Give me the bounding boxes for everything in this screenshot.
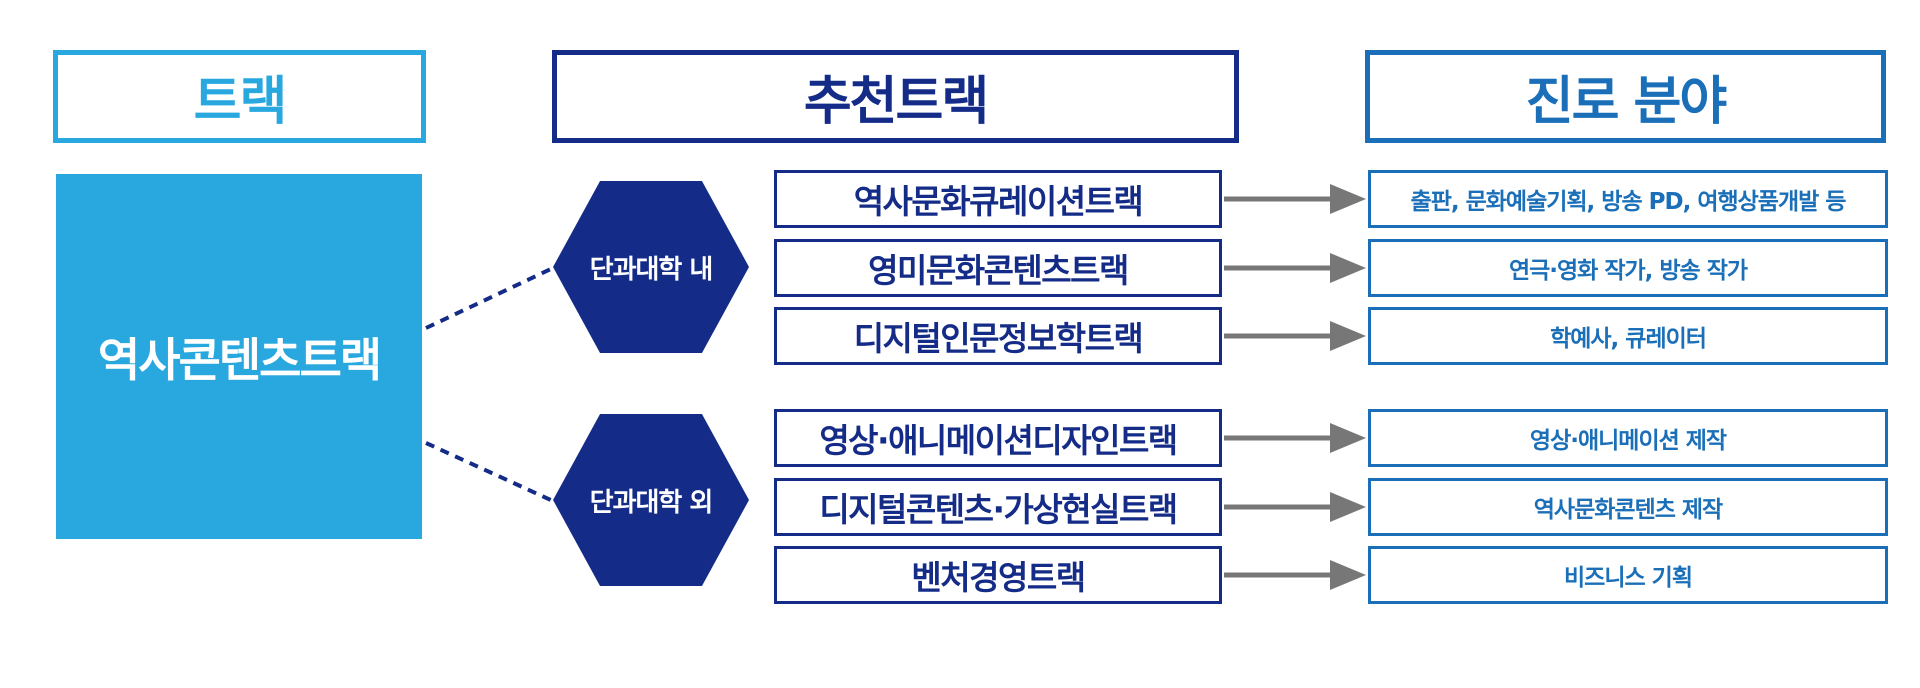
group-hexagon-outside: 단과대학 외 — [553, 414, 749, 586]
group-hexagon-inside: 단과대학 내 — [553, 181, 749, 353]
dotted-connector-outside — [425, 441, 554, 503]
career-box: 출판, 문화예술기획, 방송 PD, 여행상품개발 등 — [1368, 170, 1888, 228]
career-box: 역사문화콘텐츠 제작 — [1368, 478, 1888, 536]
career-box: 영상·애니메이션 제작 — [1368, 409, 1888, 467]
main-track-box: 역사콘텐츠트랙 — [56, 174, 422, 539]
recommended-track-box: 벤처경영트랙 — [774, 546, 1222, 604]
career-box: 비즈니스 기획 — [1368, 546, 1888, 604]
recommended-track-box: 디지털인문정보학트랙 — [774, 307, 1222, 365]
arrow-head-icon — [1330, 321, 1366, 351]
arrow-head-icon — [1330, 253, 1366, 283]
header-career-field: 진로 분야 — [1365, 50, 1886, 143]
arrow-head-icon — [1330, 560, 1366, 590]
career-box: 학예사, 큐레이터 — [1368, 307, 1888, 365]
career-box: 연극·영화 작가, 방송 작가 — [1368, 239, 1888, 297]
arrow-head-icon — [1330, 492, 1366, 522]
recommended-track-box: 영미문화콘텐츠트랙 — [774, 239, 1222, 297]
arrow-head-icon — [1330, 184, 1366, 214]
header-recommended-track: 추천트랙 — [552, 50, 1239, 143]
recommended-track-box: 디지털콘텐츠·가상현실트랙 — [774, 478, 1222, 536]
dotted-connector-inside — [425, 266, 554, 330]
arrow-head-icon — [1330, 423, 1366, 453]
header-track: 트랙 — [53, 50, 426, 143]
recommended-track-box: 영상·애니메이션디자인트랙 — [774, 409, 1222, 467]
recommended-track-box: 역사문화큐레이션트랙 — [774, 170, 1222, 228]
